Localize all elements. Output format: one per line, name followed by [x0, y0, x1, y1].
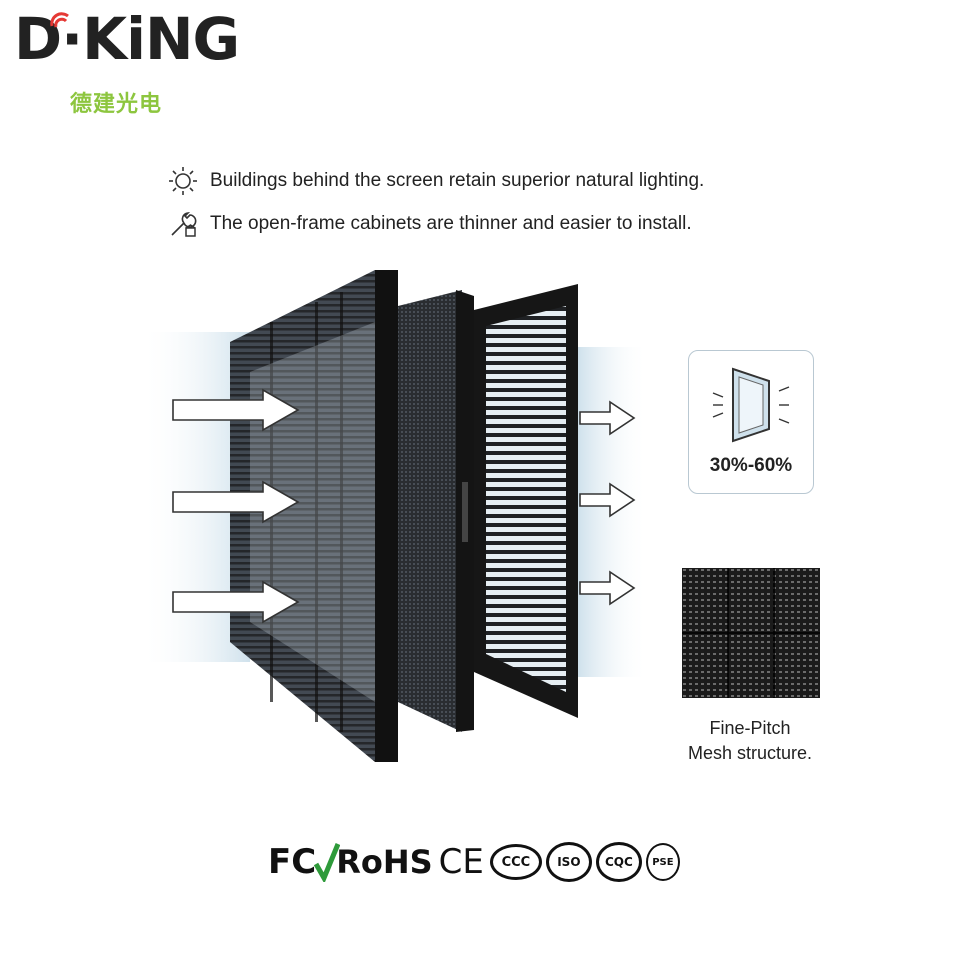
- cqc-logo: CQC: [595, 842, 642, 882]
- iso-logo: ISO: [545, 842, 592, 882]
- light-arrows-in: [172, 388, 300, 624]
- check-mark-icon: [314, 843, 341, 882]
- light-transmission-card: 30%-60%: [688, 350, 814, 494]
- feature-text: Buildings behind the screen retain super…: [210, 170, 705, 191]
- feature-easy-install: The open-frame cabinets are thinner and …: [166, 209, 692, 239]
- window-light-icon: [712, 367, 790, 443]
- led-module-panel: [398, 290, 474, 732]
- wrench-icon: [171, 212, 197, 237]
- certification-logos: FC RoHS CE CCC ISO CQC PSE: [268, 832, 708, 892]
- light-arrows-out: [579, 400, 636, 606]
- logo-subtext: 德建光电: [70, 92, 163, 117]
- pse-logo: PSE: [645, 843, 680, 881]
- brand-logo: D·KiNG 德建光电: [14, 10, 254, 117]
- feature-natural-lighting: Buildings behind the screen retain super…: [166, 166, 704, 196]
- open-frame-cabinet: [474, 284, 578, 718]
- ccc-logo: CCC: [489, 844, 542, 880]
- signal-arc-icon: [50, 12, 69, 28]
- mesh-structure-closeup: [682, 568, 820, 698]
- mesh-caption-line2: Mesh structure.: [687, 743, 813, 763]
- led-cabinet-illustration: [140, 270, 648, 762]
- ce-logo: CE: [438, 842, 484, 882]
- mesh-cabinet-front: [230, 270, 398, 762]
- feature-text: The open-frame cabinets are thinner and …: [210, 213, 692, 234]
- rohs-logo: RoHS: [336, 843, 433, 881]
- transmission-percent: 30%-60%: [709, 455, 793, 476]
- mesh-caption-line1: Fine-Pitch: [709, 718, 791, 738]
- mesh-caption: Fine-Pitch Mesh structure.: [660, 716, 840, 766]
- fc-logo: FC: [268, 842, 317, 882]
- sun-icon: [169, 167, 197, 195]
